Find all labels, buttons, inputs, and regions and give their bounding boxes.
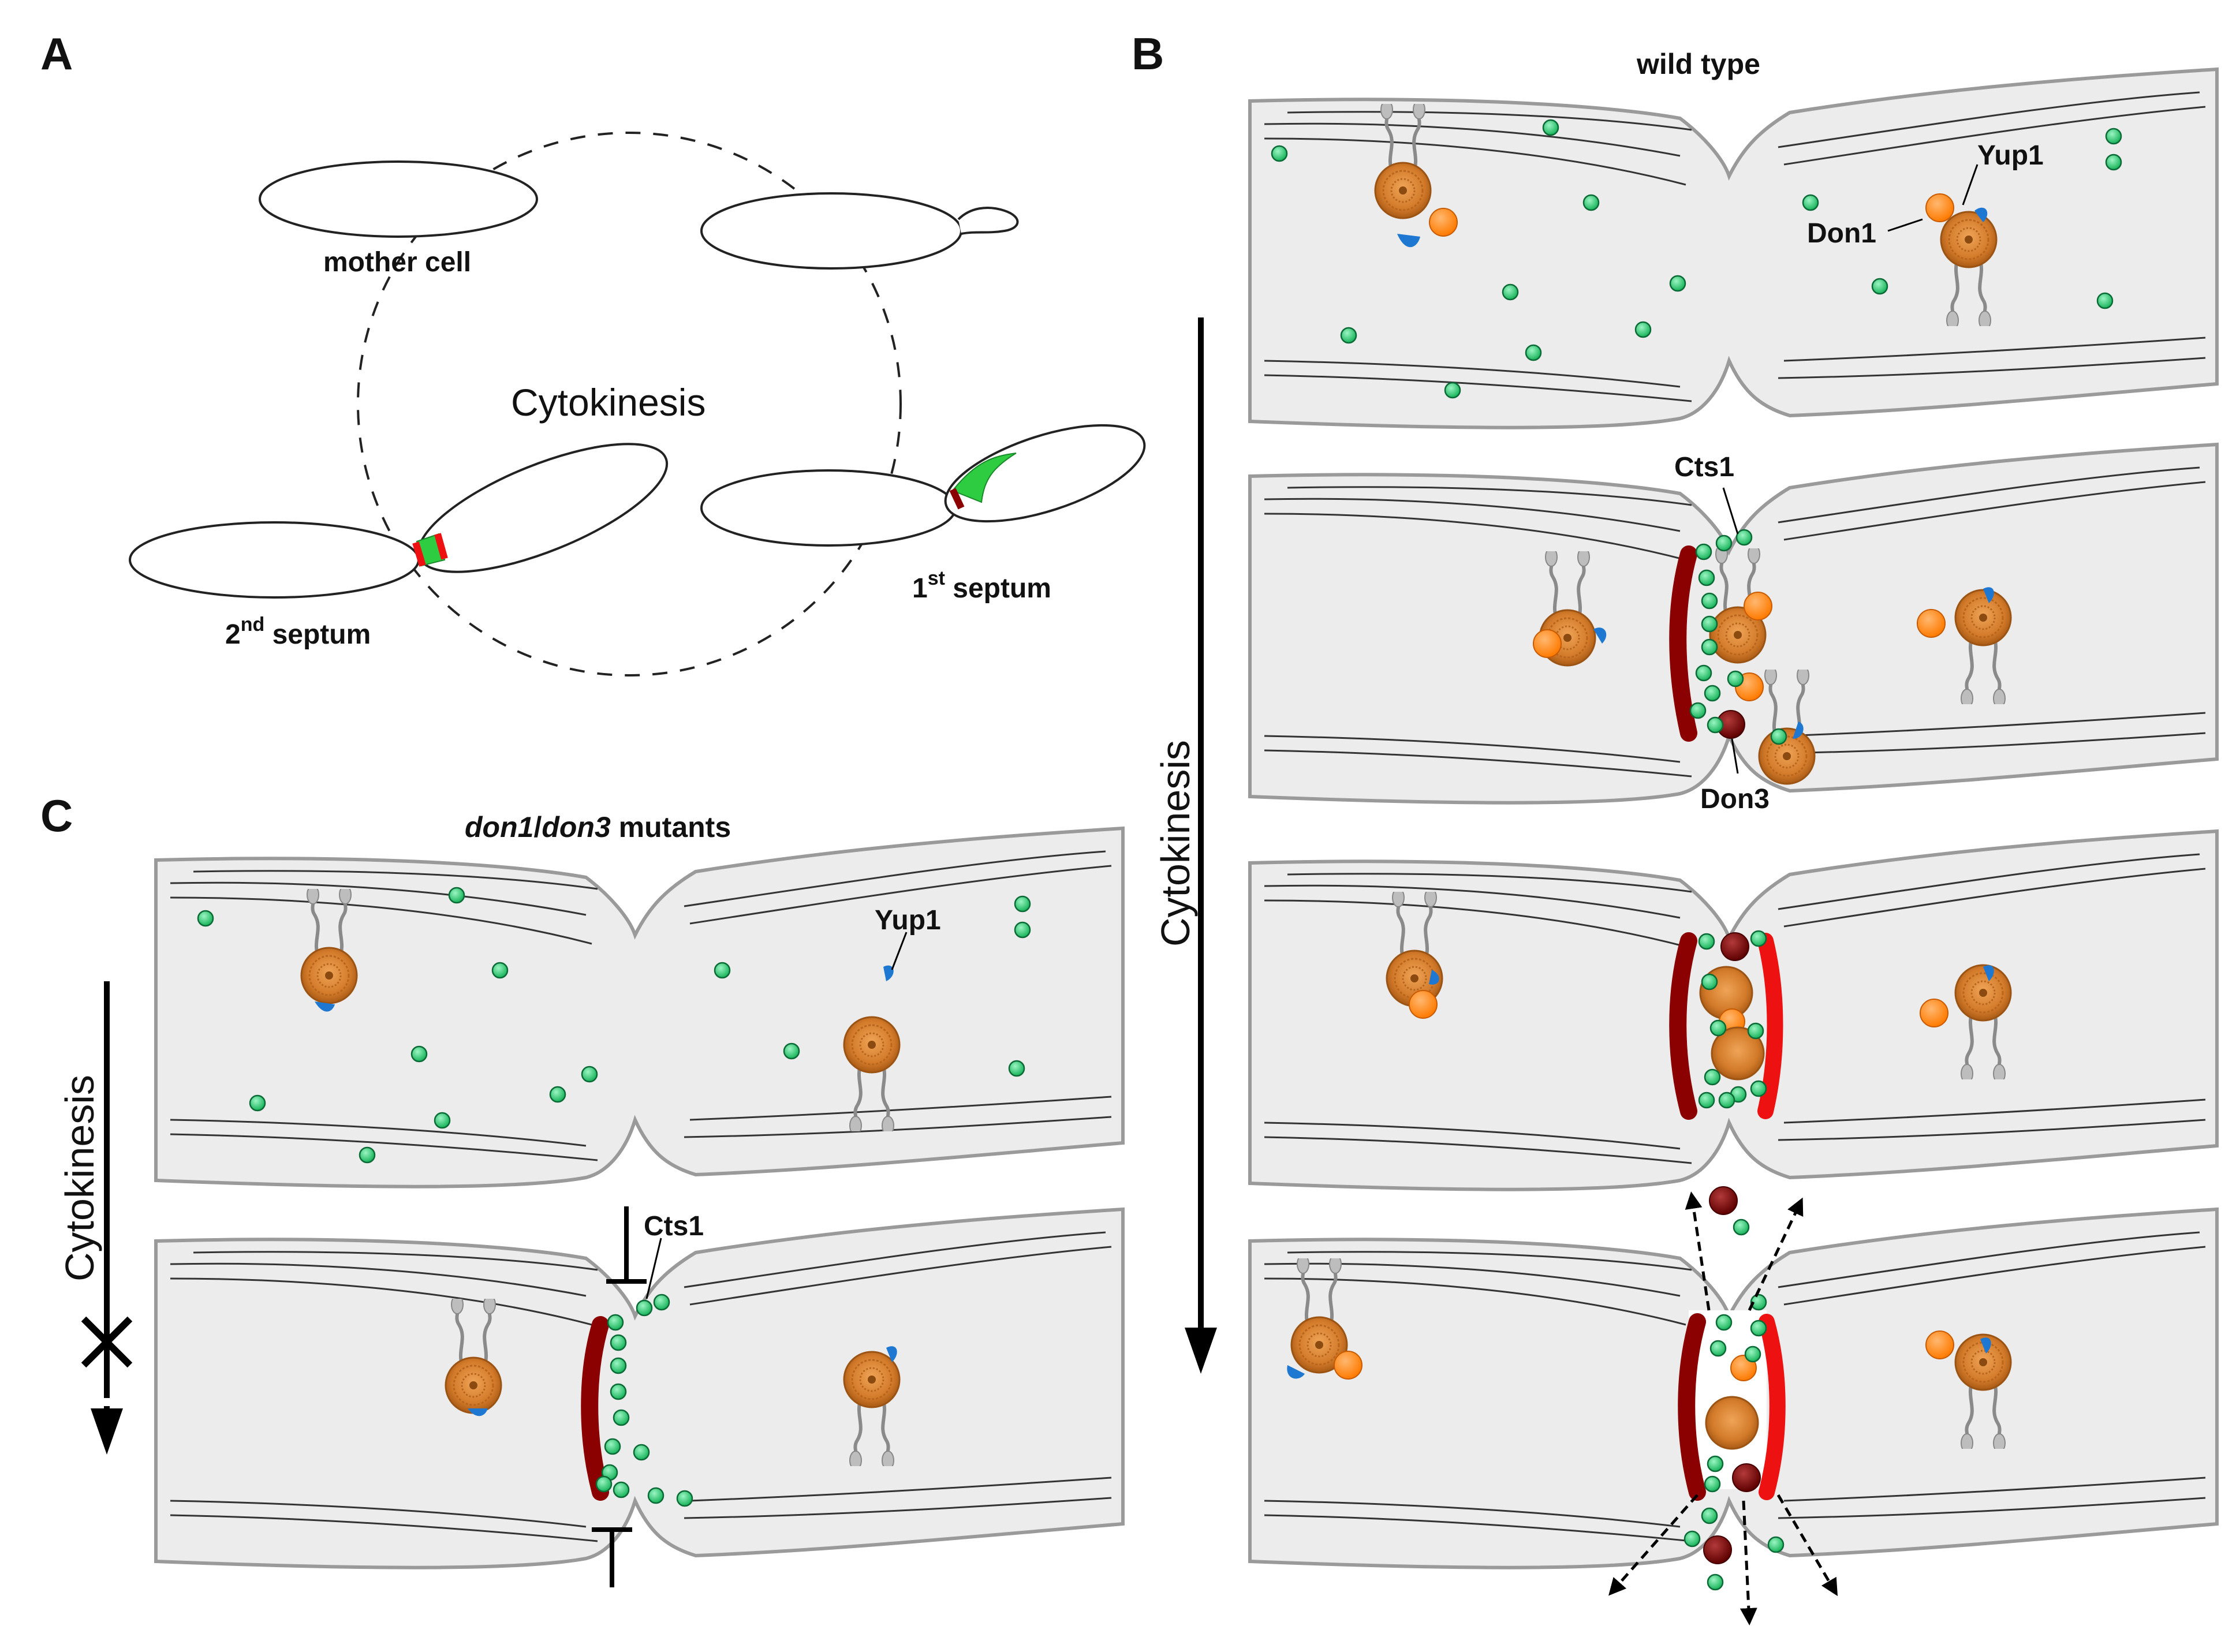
don3-label-b: Don3 (1700, 784, 1770, 814)
second-septum-b4 (1759, 1314, 1786, 1500)
first-septum-b3 (1669, 932, 1697, 1120)
x-mark-icon (81, 1316, 133, 1368)
first-septum-label: 1st septum (912, 567, 1051, 604)
don1-label-b: Don1 (1807, 218, 1876, 249)
second-septum-b3 (1757, 933, 1783, 1119)
hypha-c1: Yup1 (156, 828, 1123, 1187)
panel-c-arrow-label: Cytokinesis (57, 1075, 102, 1281)
second-septum-label: 2nd septum (225, 614, 371, 650)
release-arrows (1608, 1191, 1838, 1625)
hypha-b3 (1250, 831, 2217, 1190)
panel-b: B wild type Cytokinesis (1132, 28, 2217, 1625)
panel-b-letter: B (1132, 28, 1164, 79)
don3-dot (1703, 1535, 1732, 1564)
don1-dot (1429, 208, 1458, 237)
block-icon (606, 1206, 647, 1284)
second-septum-line-left (412, 541, 426, 567)
don3-dot (1720, 932, 1749, 961)
yup1-blue (1974, 207, 1988, 222)
cytokinesis-center-label: Cytokinesis (511, 381, 705, 424)
don1-dot (1533, 629, 1562, 658)
panel-c: C don1/don3 mutants Cytokinesis (40, 790, 1123, 1587)
cell-cycle-circle (357, 132, 902, 677)
panel-c-title: don1/don3 mutants (465, 811, 731, 843)
first-septum-b2 (1669, 545, 1697, 742)
hypha-b1: Yup1 Don1 (1250, 69, 2217, 428)
panel-a-letter: A (40, 28, 73, 79)
cells-first-septum (700, 424, 1146, 547)
panel-c-arrowhead (91, 1408, 123, 1455)
first-septum-c2 (581, 1316, 609, 1501)
mother-cell-shape (259, 160, 538, 238)
hypha-c2: Cts1 (156, 1206, 1123, 1587)
cts1-label-b: Cts1 (1674, 452, 1734, 483)
budding-cell (700, 192, 1019, 270)
panel-b-arrowhead (1185, 1328, 1217, 1374)
second-septum-line-right (434, 533, 448, 560)
panel-c-letter: C (40, 790, 73, 841)
mother-cell-label: mother cell (323, 247, 471, 278)
hypha-b4 (1250, 1186, 2217, 1625)
panel-a: A mother cell Cytokinesis 2nd septum (40, 28, 1146, 677)
first-septum-b4 (1678, 1313, 1706, 1501)
don3-dot (1732, 1463, 1761, 1492)
yup1-blue (1397, 234, 1420, 248)
first-septum-green (951, 453, 1017, 503)
hypha-b2: Cts1 Don3 (1250, 444, 2217, 814)
yup1-label-c: Yup1 (875, 905, 941, 936)
cells-second-septum (129, 443, 669, 599)
yup1-label-b: Yup1 (1977, 140, 2044, 171)
panel-b-arrow-label: Cytokinesis (1153, 740, 1198, 947)
block-icon (592, 1527, 632, 1587)
don1-dot (1925, 193, 1954, 222)
cts1-label-c: Cts1 (644, 1211, 704, 1242)
don3-dot (1709, 1186, 1738, 1215)
panel-b-title: wild type (1636, 48, 1760, 80)
first-septum-line (949, 488, 965, 510)
